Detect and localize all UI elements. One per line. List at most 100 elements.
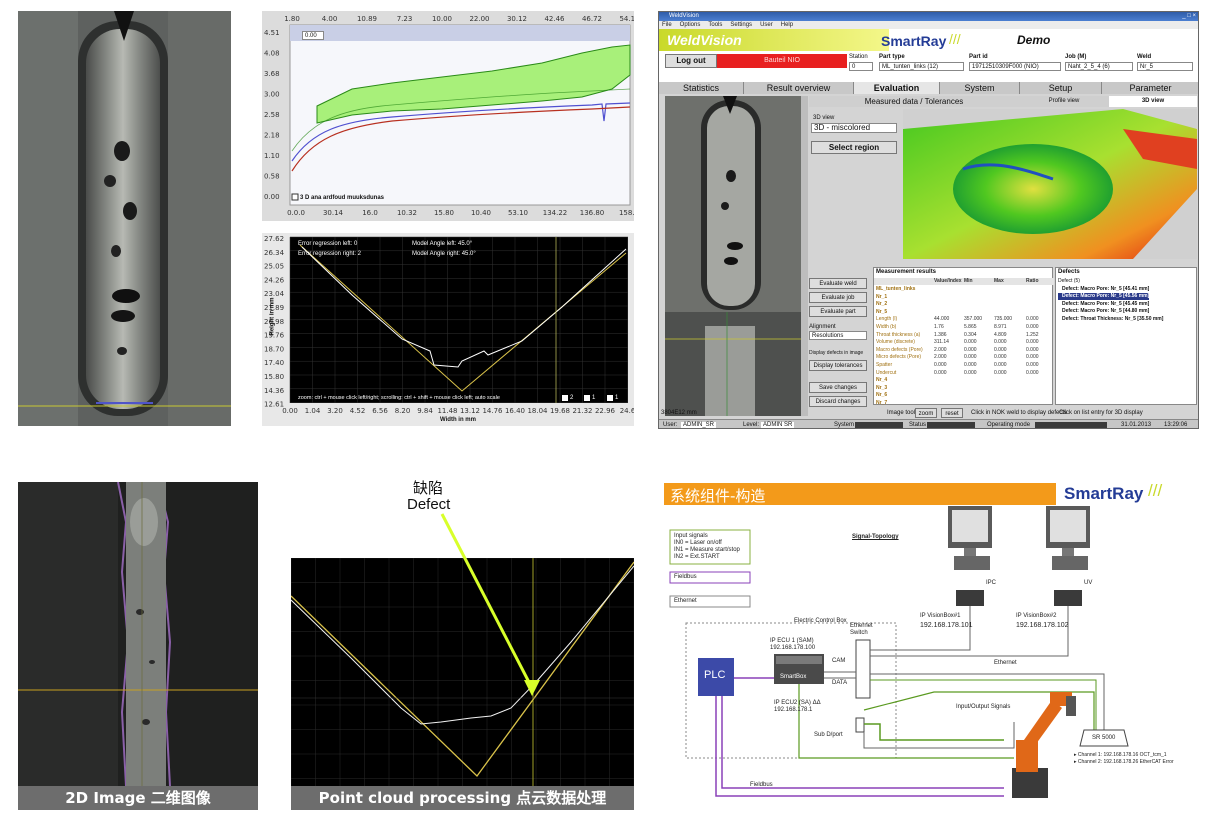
image-tools-label: Image tools [887, 410, 919, 416]
bottom-tick-label: 53.10 [508, 209, 528, 217]
job-select[interactable]: Naht_2_5_4 (6) [1065, 62, 1133, 71]
tab-statistics[interactable]: Statistics [659, 82, 744, 94]
menu-settings[interactable]: Settings [730, 22, 753, 28]
scroll-strip[interactable] [801, 96, 808, 416]
menu-help[interactable]: Help [780, 22, 794, 28]
list-item[interactable]: Defect: Macro Pore: Nr_5 [45.41 mm] [1062, 285, 1150, 292]
smartray-logo-mark: /// [949, 31, 961, 47]
list-item[interactable]: Defect (5) [1058, 278, 1080, 284]
part-type-label: Part type [879, 54, 905, 60]
display-defects-checkbox[interactable]: Display defects in image [809, 350, 864, 356]
menu-tools[interactable]: Tools [708, 22, 723, 28]
diagram-logo: SmartRay [1064, 484, 1144, 503]
menu-user[interactable]: User [760, 22, 773, 28]
table-cell: Macro defects (Pore) [876, 346, 923, 353]
table-cell: 1.76 [934, 324, 944, 330]
table-row[interactable]: Nr_7 [874, 400, 1054, 407]
tab-result-overview[interactable]: Result overview [744, 82, 854, 94]
tolerance-band [316, 44, 631, 124]
station-field[interactable]: 0 [849, 62, 873, 71]
legend-fieldbus: Fieldbus [674, 574, 697, 580]
list-item[interactable]: Defect: Macro Pore: Nr_5 [45.56 mm] [1058, 293, 1150, 300]
subtab-profile[interactable]: Profile view [1048, 98, 1080, 104]
table-cell: Undercut [876, 369, 897, 376]
window-controls[interactable]: _ □ × [1182, 13, 1196, 19]
subtab-measured[interactable]: Measured data / Tolerances [864, 97, 964, 106]
brand-bar: WeldVision [659, 29, 889, 51]
table-row[interactable]: ML_tunten_links [874, 286, 1054, 293]
weld-select[interactable]: Nr_5 [1137, 62, 1193, 71]
evaluate-weld-button[interactable]: Evaluate weld [809, 278, 867, 289]
error-regression-right: Error regression right: 2 [298, 251, 362, 257]
display-tolerances-button[interactable]: Display tolerances [809, 360, 867, 371]
evaluate-job-button[interactable]: Evaluate job [809, 292, 867, 303]
view3d-select[interactable]: 3D - miscolored [811, 123, 897, 133]
list-item[interactable]: Defect: Macro Pore: Nr_5 [44.80 mm] [1062, 308, 1150, 314]
part-id-select[interactable]: 19712510309F000 (NIO) [969, 62, 1061, 71]
image-2d-caption: 2D Image 二维图像 [18, 786, 258, 810]
tab-system[interactable]: System [940, 82, 1020, 94]
x-tick-label: 9.84 [417, 407, 433, 415]
menu-options[interactable]: Options [679, 22, 701, 28]
table-cell: 1.252 [1026, 331, 1039, 338]
model-angle-left: Model Angle left: 45.0° [412, 241, 473, 247]
alignment-select[interactable]: Resolutions [809, 331, 867, 340]
reset-button[interactable]: reset [941, 408, 963, 418]
table-cell: Width (b) [876, 324, 897, 330]
y-tick-label: 21.89 [264, 304, 284, 312]
table-cell: Nr_1 [876, 293, 888, 300]
y-tick-label: 24.26 [264, 276, 285, 284]
table-row[interactable]: Nr_6 [874, 392, 1054, 399]
table-cell: 2.000 [934, 346, 947, 353]
legend-input-signals: Input signals [674, 533, 708, 539]
list-item[interactable]: Defect: Macro Pore: Nr_5 [45.45 mm] [1062, 300, 1150, 307]
y-tick-label: 12.61 [264, 401, 284, 409]
subtab-3d[interactable]: 3D view [1109, 96, 1197, 107]
measure-curve-blue [291, 102, 631, 162]
point-cloud-line [291, 565, 634, 725]
zoom-button[interactable]: zoom [915, 408, 937, 418]
tab-parameter[interactable]: Parameter [1102, 82, 1198, 94]
select-region-button[interactable]: Select region [811, 141, 897, 154]
menu-file[interactable]: File [662, 22, 672, 28]
left-tick-label: 3.00 [264, 91, 280, 99]
table-cell: ML_tunten_links [876, 286, 916, 292]
table-row[interactable]: Nr_5 [874, 309, 1054, 316]
chart-offset-field[interactable]: 0.00 [302, 31, 324, 40]
table-row[interactable]: Nr_3 [874, 385, 1054, 392]
list-item[interactable]: Defect: Throat Thickness: Nr_5 [35.50 mm… [1062, 315, 1164, 322]
evaluate-part-button[interactable]: Evaluate part [809, 306, 867, 317]
defects-title: Defects [1058, 269, 1080, 275]
top-tick-label: 4.00 [322, 15, 338, 23]
logout-button[interactable]: Log out [665, 54, 717, 68]
ethernet-switch-label: Ethernet Switch [850, 623, 873, 636]
defect-label-cn: 缺陷 [413, 479, 444, 497]
table-row[interactable]: Nr_4 [874, 377, 1054, 384]
table-row[interactable]: Nr_1 [874, 294, 1054, 301]
table-row[interactable]: Nr_2 [874, 301, 1054, 308]
mode-label: Operating mode [987, 422, 1031, 428]
discard-changes-button[interactable]: Discard changes [809, 396, 867, 407]
left-controls: Evaluate weld Evaluate job Evaluate part… [809, 274, 871, 419]
y-tick-label: 17.40 [264, 359, 284, 367]
alignment-label: Alignment [809, 324, 836, 330]
tab-setup[interactable]: Setup [1020, 82, 1102, 94]
save-changes-button[interactable]: Save changes [809, 382, 867, 393]
table-cell: 4.809 [994, 331, 1007, 338]
legend-in2: IN2 = Ext.START [674, 554, 720, 560]
weld-label: Weld [1137, 54, 1152, 60]
x-tick-label: 14.76 [482, 407, 503, 415]
tab-evaluation[interactable]: Evaluation [854, 82, 940, 94]
left-tick-label: 1.10 [264, 152, 280, 160]
system-label: System [834, 422, 855, 428]
part-type-select[interactable]: ML_tunten_links (12) [879, 62, 964, 71]
